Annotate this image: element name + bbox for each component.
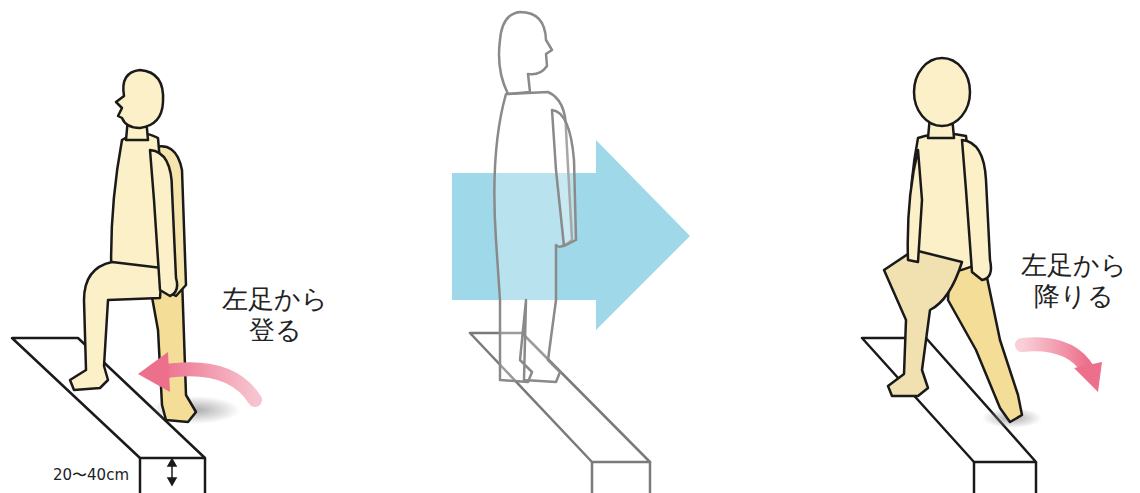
step-up-arrow (160, 369, 255, 400)
step-edge (139, 458, 142, 493)
arm (150, 150, 177, 296)
arm (552, 110, 576, 246)
step-down-arrowhead (1074, 362, 1102, 392)
figure-descending (884, 58, 1022, 422)
step-edge (204, 458, 207, 493)
instruction-label: 左足から 登る (205, 284, 345, 346)
back-leg (948, 262, 1022, 422)
step-edge (591, 462, 594, 493)
step-down-arrow (1022, 344, 1088, 370)
dimension-head (168, 459, 176, 466)
head (116, 70, 163, 128)
instruction-label: 左足から 降りる (1004, 250, 1140, 312)
step-edge (973, 462, 976, 493)
head (914, 58, 970, 126)
step-up-arrowhead (138, 352, 170, 392)
arm-near (908, 150, 922, 262)
step-top (470, 333, 650, 462)
arm (962, 140, 991, 280)
dimension-head (168, 478, 176, 485)
step-middle (470, 333, 650, 493)
front-leg (884, 250, 962, 396)
head (499, 12, 552, 94)
figure-standing (494, 12, 576, 382)
step-edge (649, 462, 652, 493)
dimension-label: 20〜40cm (16, 466, 166, 484)
dimension-marker (168, 459, 176, 485)
step-edge (1035, 462, 1038, 493)
